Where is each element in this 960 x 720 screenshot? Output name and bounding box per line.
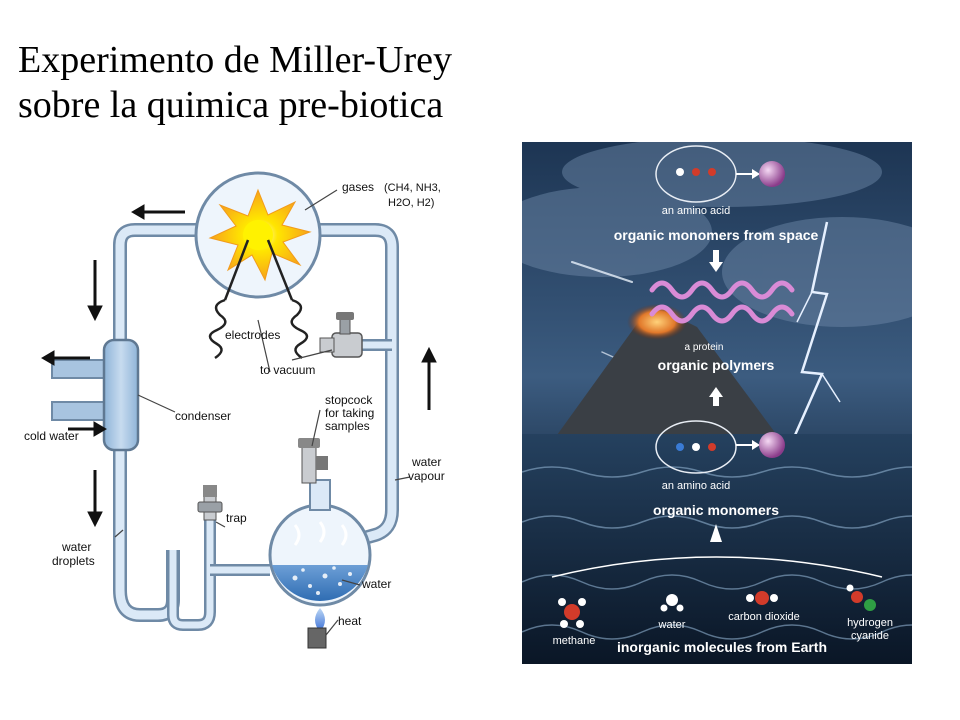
stopcock-label-line-3: samples <box>325 419 370 433</box>
water-molecule-label: water <box>658 619 686 631</box>
glass-tubing <box>113 223 399 631</box>
flow-arrows <box>41 204 437 528</box>
stopcock-label-line-1: stopcock <box>325 393 373 407</box>
stopcock-label-line-2: for taking <box>325 406 374 420</box>
amino-acid-molecule-top <box>655 145 785 203</box>
water-vapour-label-line-2: vapour <box>408 469 445 483</box>
electrodes <box>208 239 309 360</box>
label-leader-lines <box>114 189 411 636</box>
heat-burner <box>307 608 327 649</box>
gas-flask <box>194 171 322 299</box>
protein-chain <box>649 280 795 324</box>
water-droplets-label-line-1: water <box>61 540 91 554</box>
trap <box>197 485 223 521</box>
organic-monomers-from-space-label: organic monomers from space <box>614 227 819 243</box>
amino-acid-mid-label: an amino acid <box>662 480 731 492</box>
inorganic-molecules <box>558 584 876 628</box>
condenser-label: condenser <box>175 409 231 423</box>
gases-formula-line-1: (CH4, NH3, <box>384 182 441 194</box>
water-label: water <box>361 577 391 591</box>
hydrogen-cyanide-label-line-1: hydrogen <box>847 617 893 629</box>
inorganic-molecules-label: inorganic molecules from Earth <box>617 639 827 655</box>
miller-urey-apparatus-diagram: gases (CH4, NH3, H2O, H2) electrodes to … <box>24 171 445 649</box>
volcano <box>552 312 782 442</box>
origin-of-life-illustration: an amino acid organic monomers from spac… <box>522 142 912 664</box>
methane-label: methane <box>553 635 596 647</box>
amino-acid-top-label: an amino acid <box>662 205 731 217</box>
to-vacuum-label: to vacuum <box>260 363 315 377</box>
amino-acid-molecule-mid <box>655 420 785 474</box>
organic-polymers-label: organic polymers <box>658 357 775 373</box>
page-title: Experimento de Miller-Urey sobre la quim… <box>18 38 452 128</box>
protein-label: a protein <box>685 342 724 353</box>
gases-formula-line-2: H2O, H2) <box>388 197 434 209</box>
heat-label: heat <box>338 614 362 628</box>
water-droplets-label-line-2: droplets <box>52 554 95 568</box>
process-arrows <box>551 250 883 578</box>
water-vapour-label-line-1: water <box>411 455 441 469</box>
hydrogen-cyanide-label-line-2: cyanide <box>851 630 889 642</box>
trap-label: trap <box>226 511 247 525</box>
organic-monomers-label: organic monomers <box>653 502 779 518</box>
title-line-2: sobre la quimica pre-biotica <box>18 84 444 126</box>
carbon-dioxide-label: carbon dioxide <box>728 611 800 623</box>
cold-water-label: cold water <box>24 429 79 443</box>
electrodes-label: electrodes <box>225 328 280 342</box>
gases-label: gases <box>342 180 374 194</box>
ocean <box>522 434 912 664</box>
condenser <box>51 338 140 452</box>
vacuum-stopcock <box>319 312 363 358</box>
ocean-waves <box>522 466 912 640</box>
boiling-flask <box>268 438 372 607</box>
title-line-1: Experimento de Miller-Urey <box>18 39 452 81</box>
lightning-bolt <box>790 221 829 443</box>
clouds <box>522 142 912 327</box>
